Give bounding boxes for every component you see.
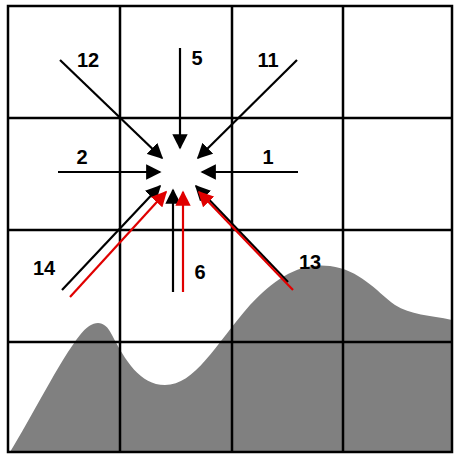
arrow xyxy=(172,190,174,292)
arrow xyxy=(202,171,298,173)
arrow xyxy=(58,171,160,173)
callout-number: 5 xyxy=(191,48,202,68)
arrow xyxy=(70,192,166,297)
callout-number: 1 xyxy=(262,147,273,167)
callout-number: 14 xyxy=(33,258,55,278)
arrow xyxy=(62,186,160,290)
callout-number: 13 xyxy=(299,252,321,272)
arrow xyxy=(199,192,293,290)
arrow xyxy=(196,186,288,282)
callout-number: 6 xyxy=(194,262,205,282)
arrow xyxy=(179,48,181,148)
callout-number: 2 xyxy=(76,147,87,167)
grid xyxy=(8,6,452,452)
arrow xyxy=(198,60,297,158)
direction-arrows xyxy=(58,48,298,297)
arrow xyxy=(182,192,184,292)
callout-number: 12 xyxy=(77,50,99,70)
callout-number: 11 xyxy=(257,50,278,70)
arrow xyxy=(60,60,162,158)
